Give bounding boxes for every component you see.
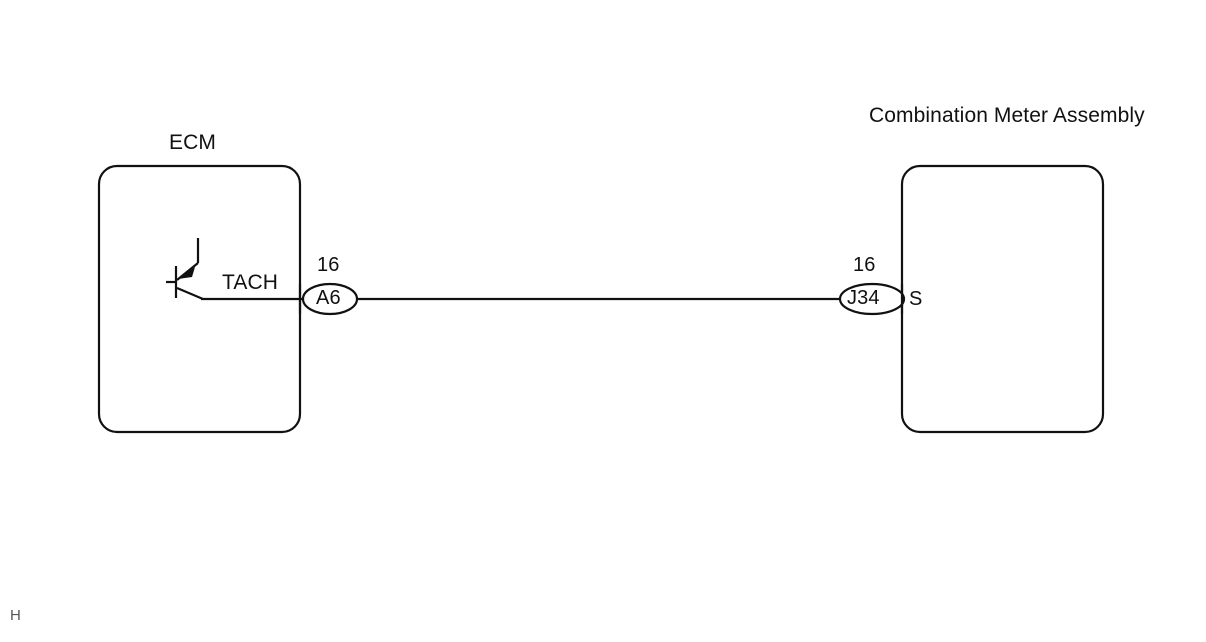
combination-meter-box [900,164,1105,434]
tach-signal-label: TACH [222,271,279,294]
ecm-connector-pin-number: 16 [317,254,340,276]
connector-oval-a6[interactable] [301,282,359,316]
meter-connector-name[interactable]: J34 [847,287,880,309]
ecm-title: ECM [169,131,216,154]
ecm-connector-name[interactable]: A6 [316,287,341,309]
page-marker: H [10,607,21,624]
meter-connector-pin-number: 16 [853,254,876,276]
meter-terminal-label: S [909,288,923,310]
connector-oval-j34[interactable] [838,282,906,316]
npn-transistor-icon [166,238,204,301]
combination-meter-title: Combination Meter Assembly [869,104,1145,127]
